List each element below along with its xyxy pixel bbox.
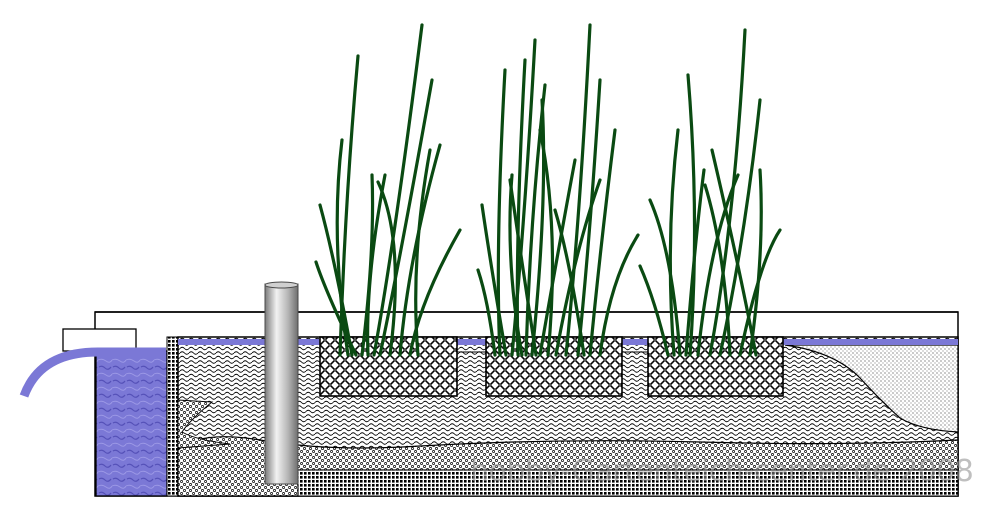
reed-plant-icon — [314, 23, 462, 357]
reed-plant-icon — [638, 28, 782, 357]
overflow-standpipe — [264, 281, 299, 485]
reed-plants — [314, 23, 782, 357]
watermark-text: hobby-Gartenteich-center.de 2008 — [470, 454, 974, 489]
coarse-gravel-layer — [297, 469, 959, 497]
plant-basket-2 — [485, 336, 623, 397]
reed-plant-icon — [476, 23, 640, 357]
sand-wedge — [784, 344, 959, 433]
gravel-wedge-left — [177, 399, 231, 449]
divider-wall — [166, 336, 179, 497]
plant-basket-1 — [319, 336, 458, 397]
gravel-layer — [177, 436, 959, 497]
water-surface — [178, 339, 958, 353]
inflow-hose — [19, 347, 166, 398]
plant-baskets — [319, 336, 784, 397]
plant-basket-3 — [647, 336, 784, 397]
